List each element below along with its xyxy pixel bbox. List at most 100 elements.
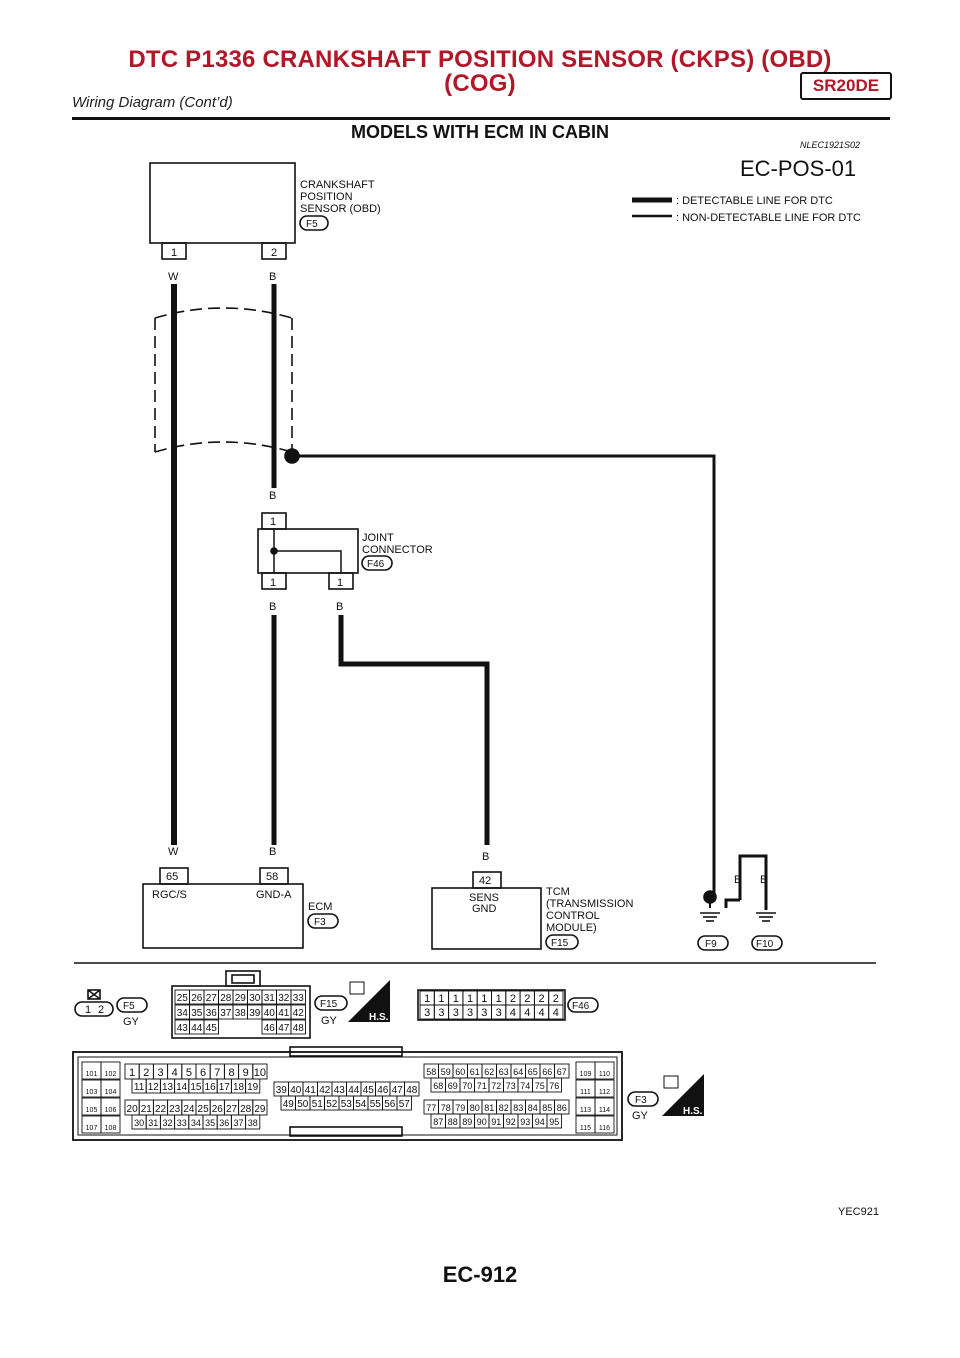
f3-pin: 62 <box>484 1067 494 1077</box>
f15-pin-box <box>290 1004 306 1020</box>
f3-pin: 46 <box>377 1085 389 1096</box>
joint-pin-out2-box <box>328 572 354 590</box>
f15-tag <box>314 995 348 1011</box>
f15-pin: 41 <box>278 1008 290 1019</box>
f3-pin: 32 <box>162 1118 172 1128</box>
joint-pin-in: 1 <box>270 516 276 528</box>
f3-pin-box <box>396 1095 412 1111</box>
f3-pin: 28 <box>240 1104 252 1115</box>
f3-pin: 115 <box>580 1125 591 1132</box>
f3-pin: 112 <box>599 1089 610 1096</box>
f3-pin: 16 <box>205 1082 217 1093</box>
f3-pin: 22 <box>155 1104 167 1115</box>
shield-drain-splice <box>284 448 300 464</box>
f3-pin: 60 <box>455 1067 465 1077</box>
joint-name-line2: CONNECTOR <box>362 544 433 556</box>
f3-pin: 11 <box>134 1082 145 1093</box>
f46-pin: 4 <box>538 1007 544 1019</box>
f46-pin: 1 <box>467 993 473 1005</box>
page-subtitle: Wiring Diagram (Cont’d) <box>72 94 233 111</box>
sensor-wire-1-color: W <box>168 271 179 283</box>
f3-pin: 69 <box>448 1081 458 1091</box>
hs-harness-side-icon-2 <box>662 1074 704 1116</box>
f15-pin: 27 <box>206 993 218 1004</box>
tcm-name-line4: MODULE) <box>546 922 597 934</box>
f3-pin: 4 <box>172 1067 178 1079</box>
f3-pin: 84 <box>528 1103 538 1113</box>
f46-id: F46 <box>572 1001 590 1012</box>
f46-pin: 4 <box>524 1007 530 1019</box>
f3-color: GY <box>632 1110 649 1122</box>
f15-pin: 45 <box>206 1023 218 1034</box>
f3-id: F3 <box>635 1095 647 1106</box>
ecm-pin-a-label: RGC/S <box>152 889 187 901</box>
f15-pin: 36 <box>206 1008 218 1019</box>
f5-id: F5 <box>123 1001 135 1012</box>
f3-pin: 81 <box>484 1103 494 1113</box>
f3-pin: 53 <box>341 1099 353 1110</box>
hs-icon-1-plug <box>349 981 365 995</box>
f15-pin: 39 <box>249 1008 261 1019</box>
joint-pin-out2: 1 <box>337 577 343 589</box>
f3-pin: 70 <box>462 1081 472 1091</box>
f15-pin: 40 <box>264 1008 276 1019</box>
ecm-connector-tag <box>307 913 339 929</box>
legend-non-detectable-label: : NON-DETECTABLE LINE FOR DTC <box>676 212 861 224</box>
f46-pin: 4 <box>510 1007 516 1019</box>
f3-pin: 68 <box>433 1081 443 1091</box>
f3-pin: 89 <box>462 1117 472 1127</box>
f46-face <box>417 989 566 1021</box>
f3-pin: 7 <box>214 1067 220 1079</box>
section-title: MODELS WITH ECM IN CABIN <box>351 122 609 142</box>
engine-badge: SR20DE <box>800 72 892 100</box>
f3-pin: 82 <box>499 1103 509 1113</box>
f3-pin: 116 <box>599 1125 610 1132</box>
f3-pin: 30 <box>134 1118 144 1128</box>
ground-f9-id: F9 <box>705 939 717 950</box>
f3-pin-box <box>594 1079 615 1098</box>
diagram-id: EC-POS-01 <box>740 156 856 181</box>
figure-code: YEC921 <box>838 1206 879 1218</box>
sensor-name-line1: CRANKSHAFT <box>300 179 375 191</box>
f46-pin: 3 <box>481 1007 487 1019</box>
joint-bus-node <box>270 547 278 555</box>
wire-shield-to-ground-f9 <box>299 454 716 893</box>
joint-name-line1: JOINT <box>362 532 394 544</box>
f15-pin: 29 <box>235 993 247 1004</box>
f3-pin: 58 <box>426 1067 436 1077</box>
f3-pin: 43 <box>334 1085 346 1096</box>
sensor-pin-2: 2 <box>271 247 277 259</box>
f3-pin: 31 <box>148 1118 158 1128</box>
f3-pin: 41 <box>305 1085 317 1096</box>
f3-pin: 61 <box>470 1067 480 1077</box>
f3-pin: 49 <box>283 1099 295 1110</box>
ground-f10-tag <box>751 935 783 951</box>
f3-pin: 54 <box>355 1099 367 1110</box>
f15-pin: 33 <box>293 993 305 1004</box>
f3-pin-box <box>100 1079 121 1098</box>
f46-pin: 3 <box>438 1007 444 1019</box>
f3-pin: 47 <box>392 1085 404 1096</box>
ground-pair-wire <box>738 854 768 910</box>
joint-wire-out2-color: B <box>336 601 343 613</box>
f3-pin: 72 <box>491 1081 501 1091</box>
f5-lock-icon <box>87 989 101 1000</box>
f3-pin: 74 <box>520 1081 530 1091</box>
page-title-line2: (COG) <box>444 70 516 97</box>
f3-pin: 18 <box>233 1082 245 1093</box>
ecm-pin-a: 65 <box>166 871 178 883</box>
joint-wire-out1-color: B <box>269 601 276 613</box>
f15-pin: 35 <box>191 1008 203 1019</box>
f15-latch <box>225 970 261 987</box>
sensor-wire-2-color: B <box>269 271 276 283</box>
f3-pin-box <box>546 1113 562 1129</box>
f3-pin: 91 <box>491 1117 501 1127</box>
f3-pin: 73 <box>506 1081 516 1091</box>
ecm-pin-b: 58 <box>266 871 278 883</box>
f3-pin: 20 <box>127 1104 139 1115</box>
f3-pin: 114 <box>599 1107 610 1114</box>
f3-pin-box <box>594 1115 615 1134</box>
